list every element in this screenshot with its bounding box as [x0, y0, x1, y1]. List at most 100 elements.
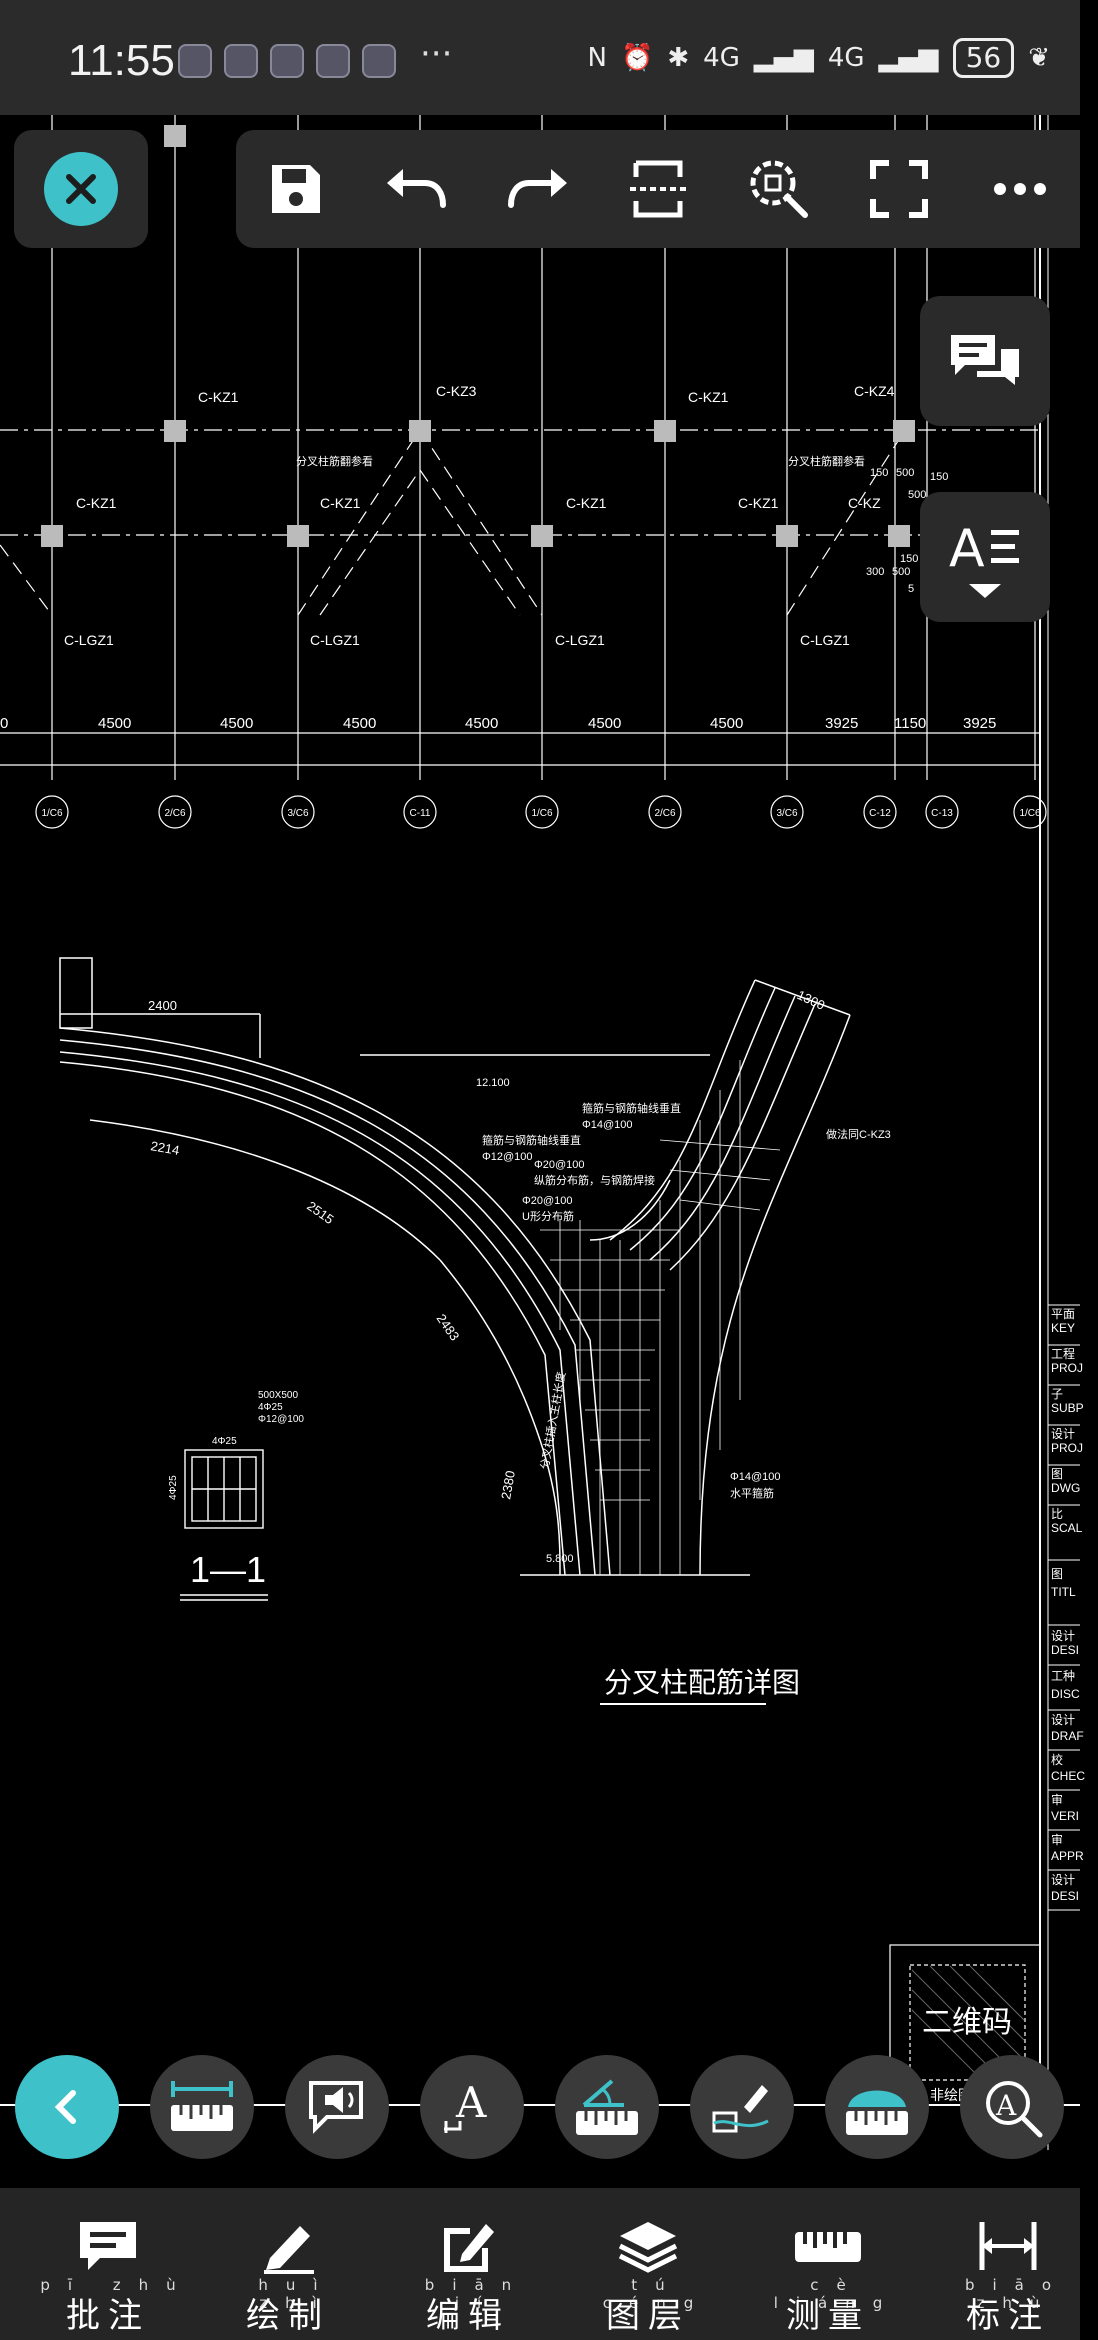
- grid-axis-label: 2/C6: [654, 808, 676, 819]
- battery-icon: 56: [952, 38, 1015, 78]
- tab-annotate[interactable]: pī zhù 批注: [18, 2188, 198, 2340]
- small-dim: 150: [900, 553, 918, 565]
- grid-axis-label: C-12: [869, 808, 891, 819]
- sketch-button[interactable]: [690, 2055, 794, 2159]
- title-block-text: 工种: [1051, 1669, 1075, 1683]
- title-block-text: 设计: [1051, 1713, 1075, 1727]
- section-spec: 4Φ25: [258, 1402, 283, 1413]
- redo-button[interactable]: [477, 130, 598, 248]
- title-block-text: 子: [1051, 1387, 1063, 1401]
- measure-angle-button[interactable]: [555, 2055, 659, 2159]
- tab-label: 测量: [786, 2296, 870, 2336]
- fullscreen-icon: [870, 160, 929, 218]
- small-dim: 500: [908, 489, 926, 501]
- elevation-5800: 5.800: [546, 1553, 574, 1565]
- fullscreen-button[interactable]: [839, 130, 960, 248]
- section-spec: 4Φ25: [168, 1475, 179, 1500]
- tab-pinyin: tú céng: [602, 2276, 712, 2312]
- title-block-text: TITL: [1051, 1585, 1076, 1599]
- measure-area-icon: [846, 2090, 908, 2135]
- zoom-fit-button[interactable]: [718, 130, 839, 248]
- voice-note-button[interactable]: [285, 2055, 389, 2159]
- more-button[interactable]: [959, 130, 1080, 248]
- tab-draw[interactable]: huì zhì 绘制: [198, 2188, 378, 2340]
- status-time: 11:55: [68, 36, 175, 85]
- title-block-text: 审: [1051, 1832, 1063, 1847]
- dim-1300: 1300: [795, 987, 828, 1013]
- top-toolbar: [236, 130, 1080, 248]
- fork-note: 分叉柱筋翻参看: [296, 454, 373, 468]
- small-dim: 300: [866, 566, 884, 578]
- column-label: C-KZ1: [76, 495, 117, 511]
- title-block-text: 比: [1051, 1507, 1063, 1521]
- voice-note-icon: [309, 2081, 363, 2134]
- zoom-search-icon: A: [986, 2081, 1043, 2138]
- rebar-note: 纵筋分布筋，与钢筋焊接: [534, 1173, 655, 1187]
- small-dim: 5: [908, 583, 914, 595]
- grid-axis-label: 2/C6: [164, 808, 186, 819]
- tab-label: 标注: [966, 2296, 1050, 2336]
- comments-button[interactable]: [920, 296, 1050, 426]
- tab-label: 编辑: [426, 2296, 510, 2336]
- collapse-tools-button[interactable]: [15, 2055, 119, 2159]
- zoom-fit-icon: [750, 160, 808, 218]
- title-block-text: DESI: [1051, 1643, 1079, 1657]
- measure-length-button[interactable]: [150, 2055, 254, 2159]
- tab-edit[interactable]: biān jí 编辑: [378, 2188, 558, 2340]
- bottom-tab-bar: pī zhù 批注 huì zhì 绘制 biān jí 编辑 tú céng …: [0, 2188, 1080, 2340]
- signal-icon-2: ▂▄▆: [878, 43, 939, 73]
- text-annotation-button[interactable]: A: [420, 2055, 524, 2159]
- small-dim: 500: [892, 566, 910, 578]
- status-right: N ⏰ ✱ 4G ▂▄▆ 4G ▂▄▆ 56 ❦: [588, 38, 1050, 78]
- rebar-note: Φ20@100: [522, 1195, 573, 1207]
- zoom-search-button[interactable]: A: [960, 2055, 1064, 2159]
- column-label: C-LGZ1: [310, 632, 360, 648]
- qr-label: 二维码: [922, 2006, 1012, 2039]
- grid-axis-label: C-11: [410, 808, 431, 819]
- network-label: 4G: [703, 43, 740, 73]
- crop-button[interactable]: [598, 130, 719, 248]
- app-notification-icon: [270, 44, 304, 78]
- column-label: C-KZ1: [320, 495, 361, 511]
- section-name: 1—1: [190, 1549, 266, 1590]
- undo-button[interactable]: [357, 130, 478, 248]
- column-label: C-KZ1: [738, 495, 779, 511]
- tab-label: 绘制: [246, 2296, 330, 2336]
- column-label: C-LGZ1: [555, 632, 605, 648]
- app-notification-icon: [316, 44, 350, 78]
- title-block-text: CHEC: [1051, 1769, 1085, 1783]
- svg-text:A: A: [949, 519, 985, 579]
- rebar-note: Φ12@100: [482, 1151, 533, 1163]
- title-block-text: SUBP: [1051, 1401, 1084, 1415]
- text-style-button[interactable]: A: [920, 492, 1050, 622]
- dim-2380: 2380: [498, 1469, 518, 1500]
- measure-area-button[interactable]: [825, 2055, 929, 2159]
- title-block-text: DWG: [1051, 1481, 1080, 1495]
- notification-icons: [178, 44, 396, 78]
- dim-value: 4500: [710, 715, 743, 732]
- close-button[interactable]: [44, 152, 118, 226]
- column-label: C-LGZ1: [64, 632, 114, 648]
- redo-icon: [508, 169, 568, 208]
- dim-value: 4500: [98, 715, 131, 732]
- save-icon: [272, 165, 321, 213]
- save-button[interactable]: [236, 130, 357, 248]
- tab-dimension[interactable]: biāo zhù 标注: [918, 2188, 1098, 2340]
- note-kz3: 做法同C-KZ3: [826, 1127, 891, 1141]
- column-label: C-KZ1: [198, 389, 239, 405]
- text-annotation-icon: A: [444, 2078, 487, 2133]
- tab-measure[interactable]: cè liáng 测量: [738, 2188, 918, 2340]
- title-block-text: PROJ: [1051, 1441, 1083, 1455]
- title-block-text: 图: [1051, 1467, 1063, 1481]
- tab-layers[interactable]: tú céng 图层: [558, 2188, 738, 2340]
- more-icon: [993, 183, 1046, 195]
- section-spec: 4Φ25: [212, 1436, 237, 1447]
- cad-drawing-canvas[interactable]: C-KZ1 C-KZ3 C-KZ1 C-KZ4 C-KZ1 C-KZ1 C-KZ…: [0, 115, 1085, 2185]
- column-label: C-KZ: [848, 495, 881, 511]
- title-block-text: VERI: [1051, 1809, 1079, 1823]
- sketch-icon: [712, 2085, 769, 2133]
- rebar-note: 水平箍筋: [730, 1486, 774, 1500]
- dim-value: 0: [0, 715, 8, 732]
- undo-icon: [386, 169, 446, 208]
- title-block-text: 审: [1051, 1792, 1063, 1807]
